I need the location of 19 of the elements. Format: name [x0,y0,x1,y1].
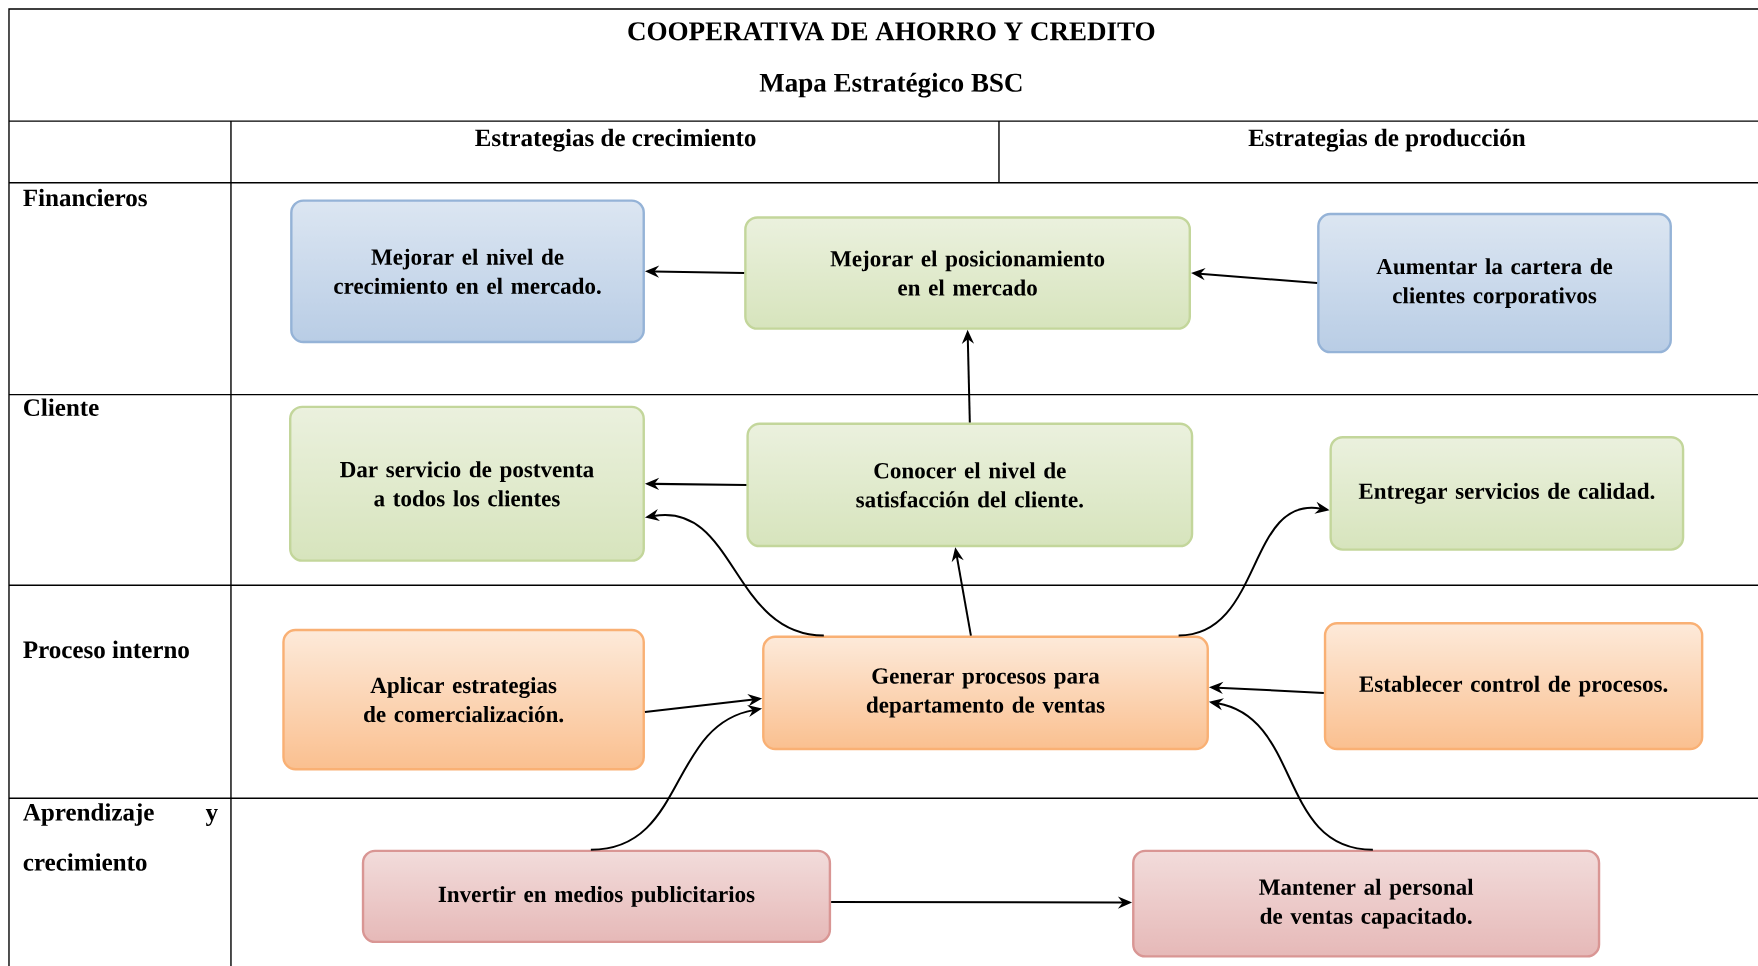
strategy-box: Mejorar el nivel de crecimiento en el mercado. [290,199,645,343]
title: COOPERATIVA DE AHORRO Y CREDITO [628,22,1155,41]
row-label: Aprendizaje y crecimiento [23,802,218,871]
strategy-box: Invertir en medios publicitarios [361,849,832,943]
strategy-box: Mejorar el posicionamiento en el mercado [744,216,1191,330]
strategy-box: Aplicar estrategias de comercialización. [282,628,645,771]
row-label: Proceso interno [23,640,189,658]
strategy-box: Dar servicio de postventa a todos los clientes [289,405,645,562]
strategy-box: Conocer el nivel de satisfacción del cliente. [746,422,1194,548]
row-label: Financieros [23,188,147,207]
row-label: Cliente [24,398,99,416]
strategy-box: Mantener al personal de ventas capacitado. [1132,849,1601,958]
strategy-box: Entregar servicios de calidad. [1329,435,1685,551]
subtitle: Mapa Estratégico BSC [759,72,1022,98]
column-header: Estrategias de producción [1248,128,1526,152]
strategy-box: Generar procesos para departamento de ventas [762,635,1209,750]
strategy-box: Establecer control de procesos. [1323,621,1704,750]
column-header: Estrategias de crecimiento [475,128,756,152]
strategy-box: Aumentar la cartera de clientes corporativos [1317,212,1672,354]
